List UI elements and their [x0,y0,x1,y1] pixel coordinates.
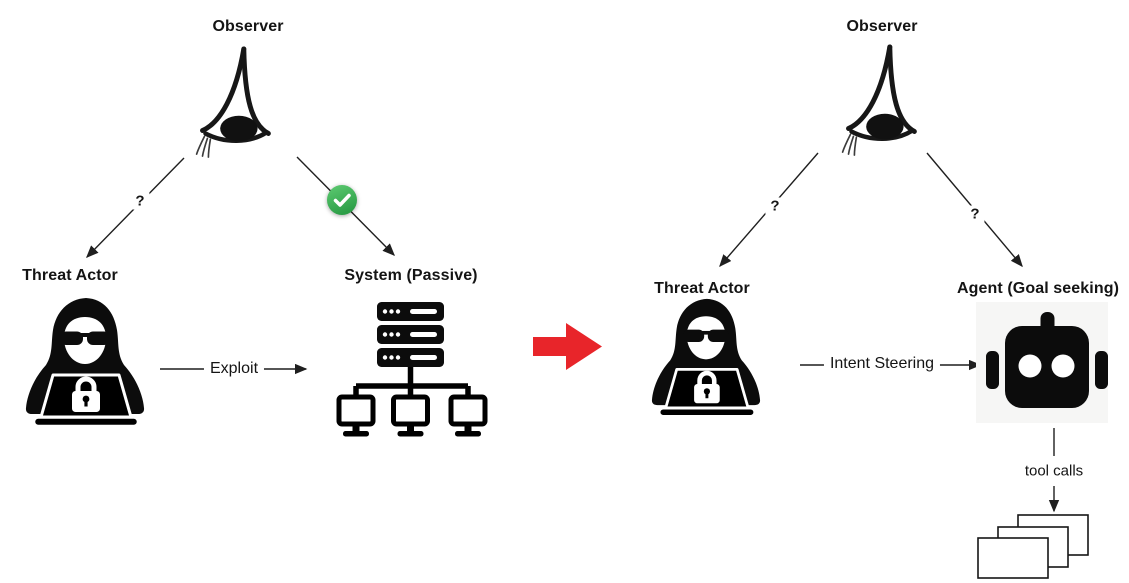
right-observer-agent-question: ? [965,205,985,223]
red-arrow-right-icon [533,323,602,370]
left-system-label: System (Passive) [344,267,478,284]
right-threat-actor-label: Threat Actor [654,280,750,297]
hacker-icon [25,297,145,427]
eye-icon [838,42,918,160]
check-badge-icon [327,185,357,215]
right-observer-threat-question: ? [765,197,785,215]
tool-calls-label: tool calls [1018,462,1090,480]
exploit-label: Exploit [203,360,265,378]
left-observer-label: Observer [212,18,284,35]
right-observer-label: Observer [846,18,918,35]
eye-icon [192,44,272,162]
agent-label: Agent (Goal seeking) [956,280,1120,297]
tool-card-front [977,537,1049,579]
intent-steering-label: Intent Steering [823,355,941,373]
server-network-icon [336,302,488,437]
left-threat-actor-label: Threat Actor [22,267,118,284]
robot-icon [986,312,1108,408]
hacker-icon [651,298,761,417]
stacked-cards-icon [977,514,1089,579]
left-observer-threat-question: ? [130,192,150,210]
